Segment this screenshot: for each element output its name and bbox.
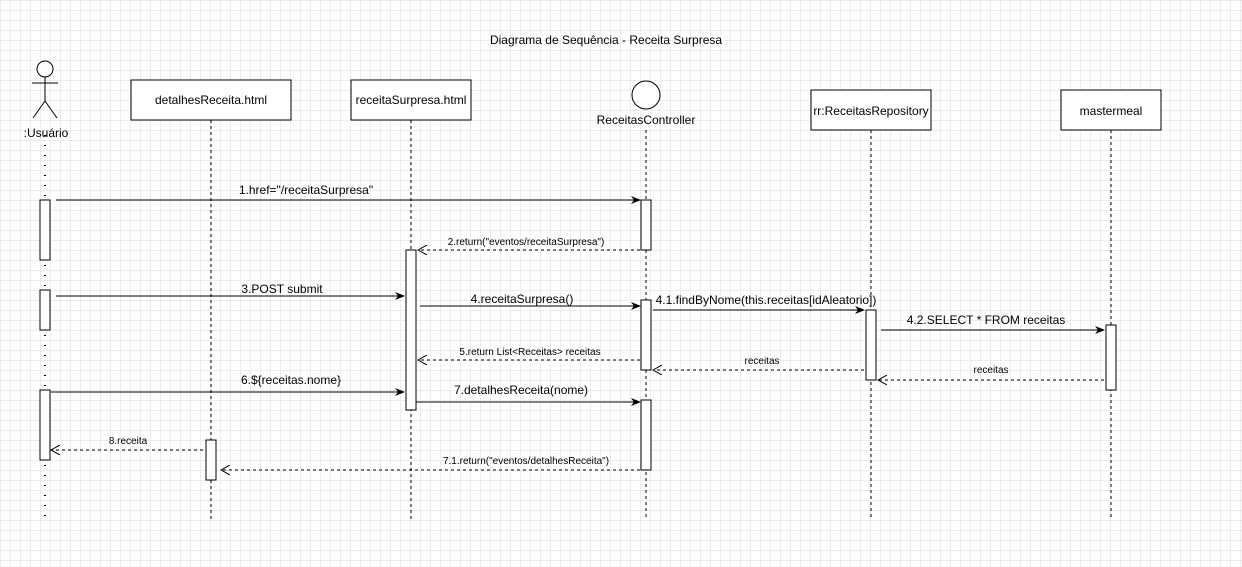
participant-label: ReceitasController [597,113,696,127]
message-4[interactable]: 4.receitaSurpresa() [420,292,641,310]
message-label: 4.receitaSurpresa() [471,292,574,306]
participant-repository[interactable]: rr:ReceitasRepository [810,89,932,131]
participant-db[interactable]: mastermeal [1060,89,1162,131]
diagram-title: Diagrama de Sequência - Receita Surpresa [489,33,723,47]
message-4-1[interactable]: 4.1.findByNome(this.receitas[idAleatorio… [653,293,877,314]
activation-bar [640,299,652,371]
participant-label: rr:ReceitasRepository [813,104,928,118]
message-receitas-repo[interactable]: receitas [653,356,864,370]
message-label: 5.return List<Receitas> receitas [459,347,600,358]
control-icon [631,80,661,110]
activation-bar [865,309,877,381]
message-4-2[interactable]: 4.2.SELECT * FROM receitas [881,313,1105,334]
participant-usuario[interactable]: :Usuário [24,60,69,140]
message-label: 4.2.SELECT * FROM receitas [907,313,1066,327]
activation-bar [1105,324,1117,391]
participant-label: receitaSurpresa.html [356,93,467,107]
message-label: 8.receita [109,436,148,447]
participant-label: mastermeal [1080,104,1143,118]
activation-bar [640,399,652,471]
message-label: 1.href="/receitaSurpresa" [239,183,373,197]
activation-bar [405,249,417,411]
message-label: 6.${receitas.nome} [241,373,341,387]
participant-controller[interactable]: ReceitasController [597,80,696,127]
participant-label: detalhesReceita.html [155,93,267,107]
participant-surpresa[interactable]: receitaSurpresa.html [350,79,472,121]
message-5[interactable]: 5.return List<Receitas> receitas [418,347,640,360]
activation-bar [640,199,652,251]
message-7-1[interactable]: 7.1.return("eventos/detalhesReceita") [221,456,640,470]
message-label: 4.1.findByNome(this.receitas[idAleatorio… [656,293,877,307]
message-label: receitas [744,356,779,367]
message-8[interactable]: 8.receita [51,436,203,450]
activation-bar [39,199,51,261]
message-label: 7.1.return("eventos/detalhesReceita") [443,456,609,467]
message-label: receitas [973,365,1008,376]
message-label: 7.detalhesReceita(nome) [454,383,588,397]
message-2[interactable]: 2.return("eventos/receitaSurpresa") [418,237,640,250]
participant-label: :Usuário [24,126,69,140]
participant-detalhes[interactable]: detalhesReceita.html [130,79,292,121]
message-label: 3.POST submit [241,282,323,296]
activation-bar [39,289,51,331]
message-1[interactable]: 1.href="/receitaSurpresa" [56,183,641,204]
activation-bar [39,389,51,461]
message-6[interactable]: 6.${receitas.nome} [51,373,405,396]
activation-bar [205,439,217,481]
message-3[interactable]: 3.POST submit [56,282,405,300]
message-7[interactable]: 7.detalhesReceita(nome) [416,383,641,406]
message-label: 2.return("eventos/receitaSurpresa") [448,237,605,248]
activations [39,199,1117,481]
actor-icon [32,60,58,119]
message-receitas-db[interactable]: receitas [878,365,1104,380]
